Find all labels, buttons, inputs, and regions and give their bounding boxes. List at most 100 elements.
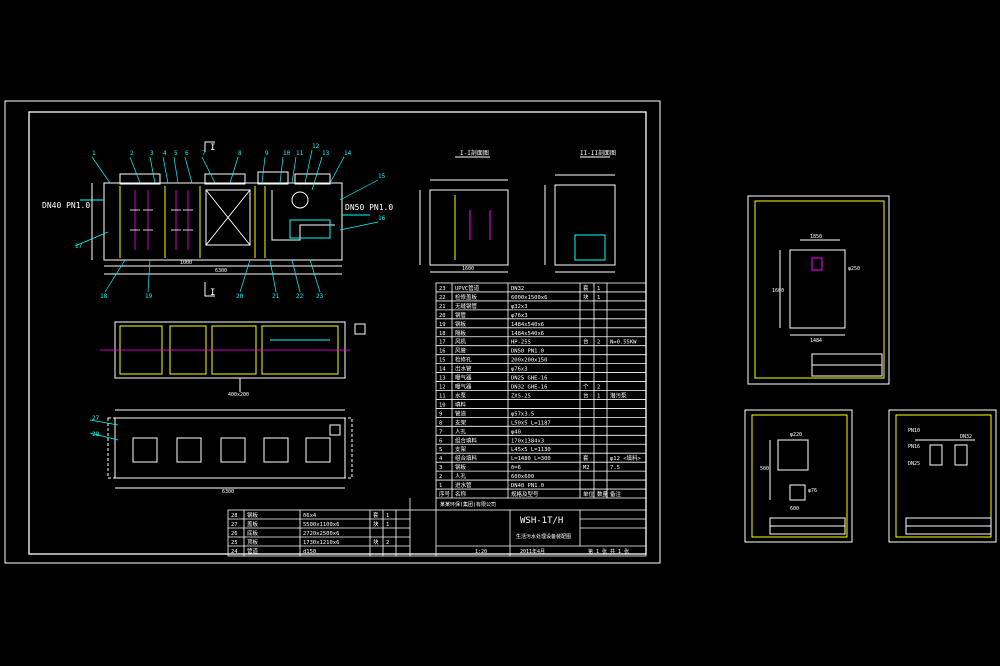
dim-base: 6300 <box>222 489 234 495</box>
table-cell: L=1480 L=300 <box>511 456 551 462</box>
table-cell: 2720x2500x6 <box>303 531 339 537</box>
table-cell: φ32x3 <box>511 304 528 310</box>
table-cell: 18 <box>439 331 446 337</box>
callout-number: 2 <box>130 150 134 157</box>
table-cell: 数量 <box>597 490 609 498</box>
table-cell: 6 <box>439 438 442 444</box>
table-cell: L50x5 L=1187 <box>511 420 551 426</box>
table-cell: 套 <box>583 284 589 292</box>
table-cell: 套 <box>583 454 589 462</box>
table-cell: 单位 <box>583 490 595 498</box>
table-cell: 1 <box>386 513 389 519</box>
table-cell: 19 <box>439 322 446 328</box>
table-cell: 台 <box>583 391 589 399</box>
table-cell: 6000x1500x6 <box>511 295 547 301</box>
table-cell: 风管 <box>455 347 467 355</box>
table-cell: 16 <box>439 349 446 355</box>
table-cell: 1 <box>386 522 389 528</box>
base-plan-view <box>89 409 353 489</box>
table-cell: 28 <box>231 513 238 519</box>
table-cell: UPVC管道 <box>455 284 480 292</box>
detail-sheet-b-dim: 500 <box>760 466 769 472</box>
table-cell: 钢板 <box>455 463 467 471</box>
table-cell: 15 <box>439 358 446 364</box>
section-I-title: I-I剖面图 <box>460 149 489 157</box>
table-cell: 8 <box>439 420 442 426</box>
drawing-title: 生活污水处理设备装配图 <box>516 533 571 540</box>
table-cell: 人孔 <box>455 427 467 435</box>
date: 2011年4月 <box>520 548 545 555</box>
table-cell: 5500x1100x6 <box>303 522 339 528</box>
table-cell: HP-25S <box>511 340 531 346</box>
callout-number: 14 <box>344 150 352 157</box>
table-cell: 600x600 <box>511 474 534 480</box>
callout-number: 15 <box>378 173 386 180</box>
table-cell: 底板 <box>247 529 259 537</box>
table-cell: 1484x540x6 <box>511 322 544 328</box>
callout-number: 1 <box>92 150 96 157</box>
detail-sheet-c <box>888 409 997 543</box>
table-cell: 台 <box>583 338 589 346</box>
callout-number: 17 <box>75 243 83 250</box>
table-cell: 支架 <box>455 418 467 426</box>
scale: 1:20 <box>475 549 487 555</box>
model-number: WSH-1T/H <box>520 516 563 526</box>
table-cell: DN25 GHE-16 <box>511 376 547 382</box>
dim-flange: 400x200 <box>228 392 249 398</box>
detail-sheet-c-dim: PN16 <box>908 444 920 450</box>
detail-sheet-a-dim: 1484 <box>810 338 822 344</box>
table-cell: 1 <box>597 286 600 292</box>
section-I-view <box>419 156 509 273</box>
section-marker-I-bottom: I <box>210 288 215 298</box>
table-cell: DN32 GHE-16 <box>511 385 547 391</box>
elevation-callouts <box>74 149 379 293</box>
table-cell: 盖板 <box>247 520 259 528</box>
callout-number: 16 <box>378 215 386 222</box>
table-cell: 2 <box>386 540 389 546</box>
callout-number: 9 <box>265 150 269 157</box>
table-cell: 12 <box>439 385 446 391</box>
callout-number: 28 <box>92 431 100 438</box>
table-cell: 170x1384x3 <box>511 438 544 444</box>
table-cell: 1730x1210x6 <box>303 540 339 546</box>
table-cell: 出水管 <box>455 365 472 373</box>
table-cell: 规格及型号 <box>511 490 539 498</box>
callout-number: 19 <box>145 293 153 300</box>
table-cell: 套 <box>373 511 379 519</box>
table-cell: 7 <box>439 429 442 435</box>
callout-number: 4 <box>163 150 167 157</box>
table-cell: 1 <box>439 483 442 489</box>
parts-table <box>435 282 647 499</box>
title-block <box>227 498 647 557</box>
table-cell: 人孔 <box>455 472 467 480</box>
table-cell: 17 <box>439 340 446 346</box>
detail-sheet-b <box>744 409 853 543</box>
table-cell: 25 <box>231 540 238 546</box>
table-cell: 10 <box>439 402 446 408</box>
table-cell: N=0.55KW <box>610 340 637 346</box>
table-cell: 2 <box>597 385 600 391</box>
callout-number: 3 <box>150 150 154 157</box>
callout-number: 22 <box>296 293 304 300</box>
pipe-left-label: DN40 PN1.0 <box>42 201 90 210</box>
callout-number: 10 <box>283 150 291 157</box>
table-cell: 序号 <box>439 490 451 498</box>
table-cell: 13 <box>439 376 446 382</box>
table-cell: 无缝钢管 <box>455 302 478 310</box>
table-cell: 钢板 <box>247 511 259 519</box>
table-cell: ZXS-25 <box>511 393 531 399</box>
table-cell: 1 <box>597 295 600 301</box>
table-cell: DN32 <box>511 286 524 292</box>
table-cell: φ76x3 <box>511 313 528 319</box>
table-cell: φ57x3.5 <box>511 411 534 417</box>
table-cell: 隔板 <box>455 329 467 337</box>
table-cell: φ76x3 <box>511 367 528 373</box>
detail-sheet-b-dim: φ220 <box>790 432 802 438</box>
table-cell: 曝气器 <box>455 374 472 382</box>
table-cell: 24 <box>231 549 238 555</box>
table-cell: 个 <box>583 384 589 391</box>
table-cell: 块 <box>583 293 589 301</box>
table-cell: 钢板 <box>455 320 467 328</box>
table-cell: 2 <box>597 340 600 346</box>
